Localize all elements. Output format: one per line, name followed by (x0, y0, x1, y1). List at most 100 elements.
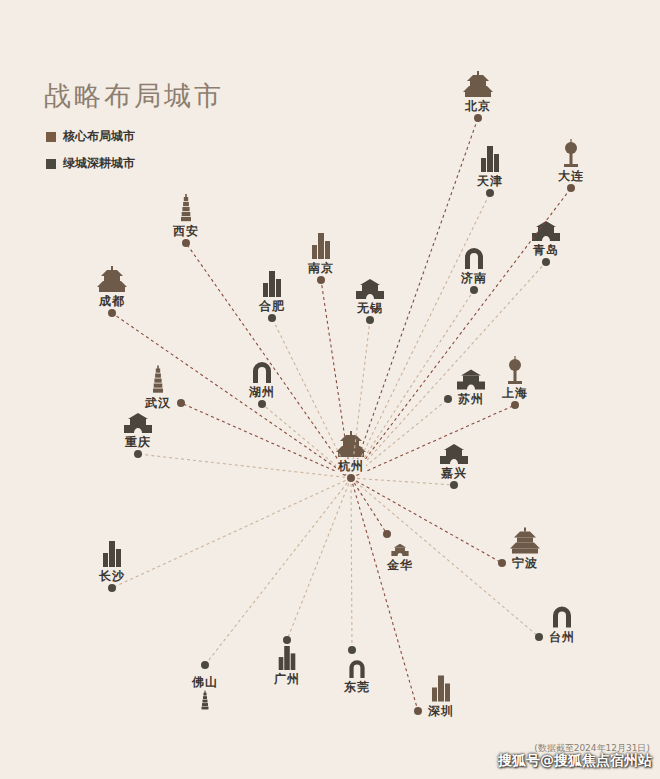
landmark-icon (202, 691, 209, 710)
city-name: 济南 (461, 271, 487, 286)
location-dot (177, 399, 185, 407)
diagram-title: 战略布局城市 (44, 78, 224, 114)
city-node: 长沙 (99, 569, 125, 592)
city-name: 湖州 (249, 385, 275, 400)
dashed-connector (181, 403, 351, 478)
location-dot (134, 450, 142, 458)
watermark: 搜狐号@搜狐焦点宿州站 (498, 752, 652, 770)
location-dot (317, 276, 325, 284)
dashed-connector (351, 478, 387, 534)
dashed-connector (205, 478, 351, 665)
dashed-connector (351, 320, 370, 478)
city-node: 湖州 (249, 385, 275, 408)
legend-swatch (46, 159, 56, 169)
landmark-icon (432, 676, 450, 702)
dashed-connector (321, 280, 351, 478)
city-node: 东莞 (344, 646, 370, 695)
city-name: 宁波 (512, 556, 538, 571)
landmark-icon (564, 139, 578, 167)
landmark-icon (463, 71, 493, 97)
dashed-connector (351, 478, 454, 485)
city-name: 合肥 (259, 299, 285, 314)
location-dot (474, 114, 482, 122)
dashed-connector (351, 478, 539, 637)
landmark-icon (349, 660, 364, 678)
location-dot (366, 316, 374, 324)
city-node: 成都 (99, 294, 125, 317)
city-name: 天津 (477, 174, 503, 189)
landmark-icon (312, 233, 330, 259)
city-node: 武汉 (145, 396, 181, 411)
city-name: 无锡 (357, 301, 383, 316)
city-name: 金华 (387, 558, 413, 573)
city-node: 西安 (173, 224, 199, 247)
dashed-connector (351, 290, 474, 478)
location-dot (414, 707, 422, 715)
city-name: 长沙 (99, 569, 125, 584)
city-node: 佛山 (192, 661, 218, 690)
landmark-icon (336, 431, 366, 457)
city-node: 天津 (477, 174, 503, 197)
location-dot (201, 661, 209, 669)
landmark-icon (508, 356, 522, 384)
landmark-icon (279, 646, 296, 670)
location-dot (268, 314, 276, 322)
dashed-connector (351, 478, 352, 650)
city-node: 广州 (274, 636, 300, 687)
dashed-connector (272, 318, 351, 478)
dashed-connector (351, 478, 502, 563)
landmark-icon (103, 541, 121, 567)
dashed-connector (112, 313, 351, 478)
landmark-icon (263, 271, 281, 297)
city-name: 南京 (308, 261, 334, 276)
location-dot (444, 395, 452, 403)
city-name: 东莞 (344, 680, 370, 695)
dashed-connector (138, 454, 351, 478)
dashed-connector (112, 478, 351, 588)
city-name: 北京 (465, 99, 491, 114)
city-name: 嘉兴 (441, 466, 467, 481)
city-node: 无锡 (357, 301, 383, 324)
city-node: 金华 (383, 530, 413, 573)
location-dot (511, 401, 519, 409)
city-node: 杭州 (336, 459, 366, 482)
landmark-icon (553, 607, 571, 628)
dashed-connector (351, 193, 490, 478)
legend-swatch (46, 132, 56, 142)
location-dot (498, 559, 506, 567)
city-name: 杭州 (336, 459, 366, 474)
city-node: 宁波 (498, 556, 538, 571)
city-node: 台州 (535, 630, 575, 645)
landmark-icon (356, 279, 384, 299)
city-name: 深圳 (428, 704, 454, 719)
landmark-icon (481, 146, 499, 172)
location-dot (535, 633, 543, 641)
city-node: 北京 (465, 99, 491, 122)
dashed-connector (287, 478, 351, 640)
city-node: 南京 (308, 261, 334, 284)
location-dot (567, 184, 575, 192)
city-name: 台州 (549, 630, 575, 645)
city-node: 青岛 (533, 243, 559, 266)
location-dot (383, 530, 391, 538)
legend-text: 核心布局城市 (63, 128, 135, 145)
location-dot (348, 646, 356, 654)
landmark-icon (510, 528, 540, 554)
city-node: 深圳 (414, 704, 454, 719)
landmark-icon (465, 248, 483, 269)
dashed-connector (351, 405, 515, 478)
dashed-connector (186, 243, 351, 478)
landmark-icon (391, 544, 408, 556)
city-name: 青岛 (533, 243, 559, 258)
location-dot (108, 584, 116, 592)
landmark-icon (181, 194, 191, 221)
city-node: 大连 (558, 169, 584, 192)
landmark-icon (153, 366, 163, 393)
landmark-icon (253, 362, 271, 383)
city-node: 嘉兴 (441, 466, 467, 489)
city-name: 大连 (558, 169, 584, 184)
city-name: 佛山 (192, 675, 218, 690)
location-dot (258, 400, 266, 408)
